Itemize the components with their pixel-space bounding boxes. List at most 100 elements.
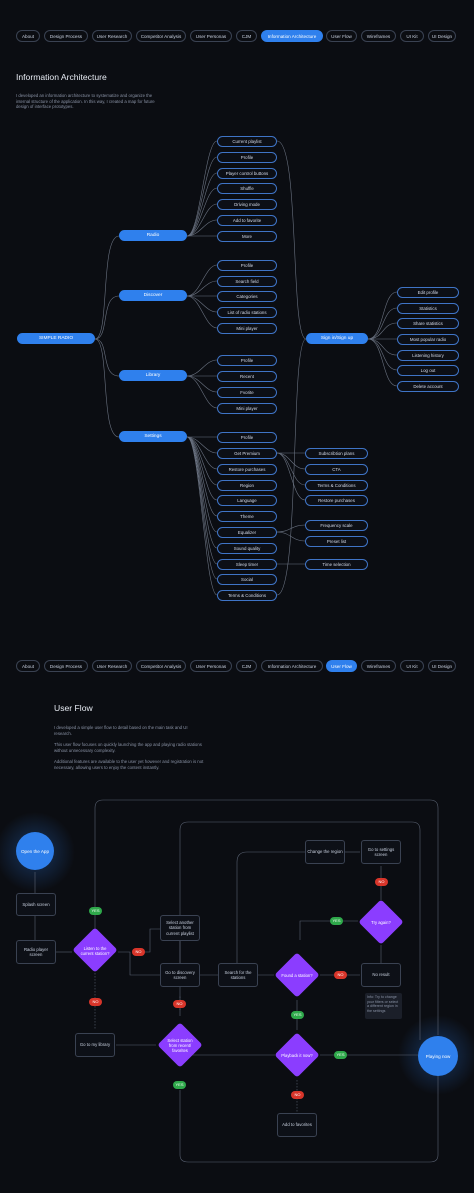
select-another-box: Select another station from current play…	[160, 915, 200, 941]
yes-badge-4: YES	[334, 1051, 347, 1059]
library-child-item: Fvorite	[217, 386, 277, 398]
signin-child-item: Most popular radio	[397, 333, 459, 345]
signin-child-item: Log out	[397, 364, 459, 376]
library-box: Go to my library	[75, 1033, 115, 1057]
add-fav-box: Add to favorites	[277, 1113, 317, 1137]
settings-child-item: Region	[217, 479, 277, 491]
uf-p1: I developed a simple user flow to detail…	[54, 725, 188, 736]
radio-child-item: Profile	[217, 151, 277, 163]
ia-description: I developed an information architecture …	[16, 93, 155, 110]
premium-child-item: Subscribtion plans	[305, 447, 368, 459]
yes-badge-2: YES	[330, 917, 343, 925]
signin-child-item: Delete account	[397, 380, 459, 392]
settings-child-item: Social	[217, 573, 277, 585]
select-recent-label: Select station from recent/ favorites	[167, 1037, 193, 1053]
second-nav: About Design Process User Research Competit…	[0, 660, 474, 674]
nav-tab-user-flow[interactable]: User Flow	[326, 30, 357, 42]
nav-tab-wireframes[interactable]: Wireframes	[361, 30, 396, 42]
library-child-item: Profile	[217, 354, 277, 366]
premium-child-item: Restore purchases	[305, 494, 368, 506]
settings-node: Settings	[119, 431, 187, 442]
nav-tab-design-process[interactable]: Design Process	[44, 660, 88, 672]
discover-child-item: Search field	[217, 275, 277, 287]
nav-tab-user-personas[interactable]: User Personas	[190, 660, 232, 672]
nav-tab-design-process[interactable]: Design Process	[44, 30, 88, 42]
settings-child-item: Sleep timer	[217, 558, 277, 570]
yes-badge-3: YES	[291, 1011, 304, 1019]
premium-child-item: Terms & Conditions	[305, 479, 368, 491]
discover-node: Discover	[119, 290, 187, 301]
nav-tab-user-research[interactable]: User Research	[92, 30, 132, 42]
top-nav: About Design Process User Research Competit…	[0, 30, 474, 44]
nav-tab-competitor-analysis[interactable]: Competitor Analysis	[136, 30, 186, 42]
nav-tab-information-architecture[interactable]: Information Architecture	[261, 30, 323, 42]
radio-node: Radio	[119, 230, 187, 241]
settings-child-item: Theme	[217, 510, 277, 522]
signin-child-item: Share statistics	[397, 317, 459, 329]
nav-tab-cjm[interactable]: CJM	[236, 660, 257, 672]
library-node: Library	[119, 370, 187, 381]
nav-tab-wireframes[interactable]: Wireframes	[361, 660, 396, 672]
info-note: Info: Try to change your filters or sele…	[365, 993, 402, 1019]
no-result-box: No result	[361, 963, 401, 987]
no-badge-4: NO	[334, 971, 347, 979]
nav-tab-about[interactable]: About	[16, 30, 40, 42]
settings-child-item: Profile	[217, 431, 277, 443]
playback-label: Playback it now?	[281, 1052, 313, 1058]
nav-tab-ui-kit[interactable]: UI Kit	[400, 660, 424, 672]
sleep-child-item: Time selection	[305, 558, 368, 570]
nav-tab-competitor-analysis[interactable]: Competitor Analysis	[136, 660, 186, 672]
root-node: SIMPLE RADIO	[17, 333, 95, 344]
premium-child-item: CTA	[305, 463, 368, 475]
settings-child-item: Language	[217, 494, 277, 506]
nav-tab-user-flow[interactable]: User Flow	[326, 660, 357, 672]
settings-child-item: Terms & Conditions	[217, 589, 277, 601]
splash-box: Splash screen	[16, 893, 56, 916]
open-app-circle: Open the App	[16, 832, 54, 870]
signin-child-item: Edit profile	[397, 286, 459, 298]
no-badge-6: NO	[291, 1091, 304, 1099]
settings-child-item: Restore purchases	[217, 463, 277, 475]
discover-child-item: Profile	[217, 259, 277, 271]
nav-tab-ui-kit[interactable]: UI Kit	[400, 30, 424, 42]
search-box: Search for the stations	[218, 963, 258, 987]
discovery-box: Go to discovery screen	[160, 963, 200, 987]
radio-child-item: Player control buttons	[217, 167, 277, 179]
nav-tab-ui-design[interactable]: UI Design	[428, 30, 456, 42]
no-badge-1: NO	[132, 948, 145, 956]
nav-tab-user-research[interactable]: User Research	[92, 660, 132, 672]
no-badge-5: NO	[375, 878, 388, 886]
settings-child-item: Get Premium	[217, 447, 277, 459]
found-label: Found a station?	[281, 972, 313, 978]
settings-child-item: Sound quality	[217, 542, 277, 554]
settings-child-item: Equalizer	[217, 526, 277, 538]
playing-now-circle: Playing now	[418, 1036, 458, 1076]
uf-p2: This user flow focuses on quickly launch…	[54, 742, 202, 753]
signin-child-item: Listening history	[397, 349, 459, 361]
nav-tab-ui-design[interactable]: UI Design	[428, 660, 456, 672]
signin-child-item: Statistics	[397, 302, 459, 314]
nav-tab-information-architecture[interactable]: Information Architecture	[261, 660, 323, 672]
radio-child-item: More	[217, 230, 277, 242]
change-region-box: Change the region	[305, 840, 345, 864]
radio-child-item: Driving mode	[217, 198, 277, 210]
discover-child-item: Mini player	[217, 322, 277, 334]
discover-child-item: List of radio stations	[217, 306, 277, 318]
discover-child-item: Categories	[217, 290, 277, 302]
nav-tab-user-personas[interactable]: User Personas	[190, 30, 232, 42]
nav-tab-cjm[interactable]: CJM	[236, 30, 257, 42]
yes-badge-1: YES	[89, 907, 102, 915]
radio-player-box: Radio player screen	[16, 940, 56, 964]
radio-child-item: Add to favorite	[217, 214, 277, 226]
library-child-item: Recent	[217, 370, 277, 382]
radio-child-item: Current playlist	[217, 135, 277, 147]
try-again-label: Try again?	[371, 919, 391, 925]
nav-tab-about[interactable]: About	[16, 660, 40, 672]
library-child-item: Mini player	[217, 402, 277, 414]
signin-node: Sign in/Sign up	[306, 333, 368, 344]
equalizer-child-item: Frequency scale	[305, 519, 368, 531]
yes-badge-5: YES	[173, 1081, 186, 1089]
radio-child-item: Shuffle	[217, 182, 277, 194]
